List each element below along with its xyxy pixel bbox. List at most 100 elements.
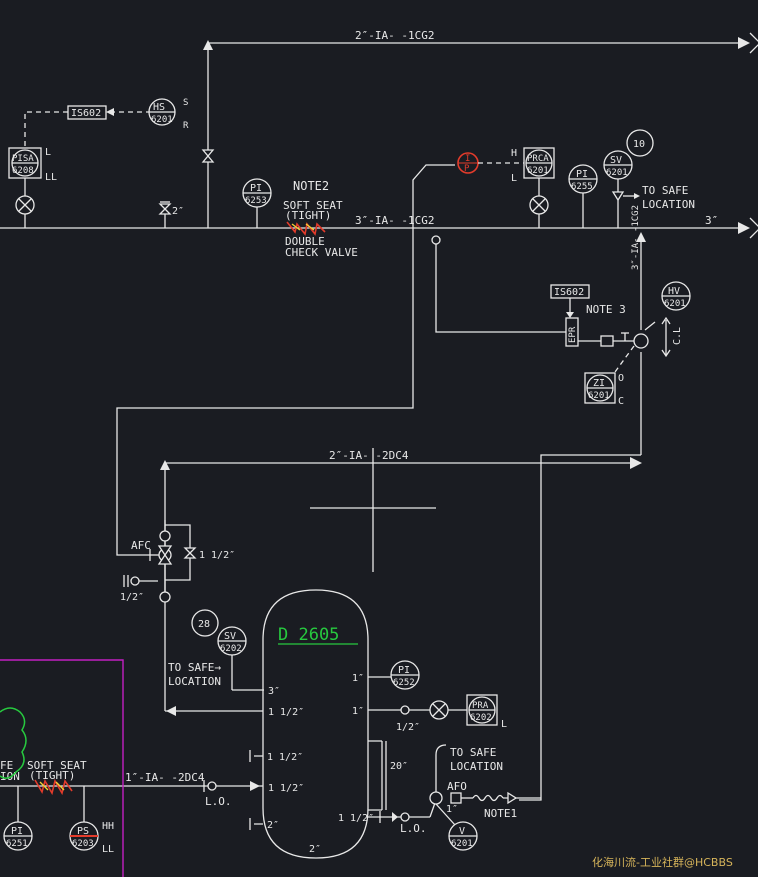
soft-seat-check-valve-icon xyxy=(34,778,73,796)
nozzle-1a-label: 1″ xyxy=(352,673,364,684)
epr-branch-line xyxy=(435,240,566,333)
mid-pipe-label: 2″-IA- -2DC4 xyxy=(329,449,409,462)
supply-branch-line xyxy=(116,228,414,556)
tight-label-2: (TIGHT) xyxy=(29,769,75,782)
zi-close-label: C xyxy=(618,396,624,407)
prca-6201-type: PRCA xyxy=(527,154,549,164)
pisa-6208-number: 6208 xyxy=(12,166,34,176)
note3-label: NOTE 3 xyxy=(586,303,626,316)
hs-signal-r: R xyxy=(183,121,189,131)
pi-6252-number: 6252 xyxy=(393,678,415,688)
pra-6202-number: 6202 xyxy=(470,713,492,723)
lo-label-2: L.O. xyxy=(400,822,427,835)
pi-6252-type: PI xyxy=(398,665,410,676)
zi-6201-type: ZI xyxy=(593,378,605,389)
nozzle-1half-c-label: 1 1/2″ xyxy=(268,783,304,794)
pisa-alarm-l: L xyxy=(45,147,51,158)
note2-label: NOTE2 xyxy=(293,179,329,193)
top-pipe-label: 2″-IA- -1CG2 xyxy=(355,29,434,42)
level-bridle xyxy=(368,740,387,811)
watermark: 化海川流-工业社群@HCBBS xyxy=(592,855,733,869)
afo-valve-icon xyxy=(429,791,443,805)
vessel-d2605-outline xyxy=(262,589,369,859)
epr-label: EPR xyxy=(568,326,578,343)
location-label-2: LOCATION xyxy=(168,675,221,688)
hs-6201-type: HS xyxy=(153,102,165,113)
double-label: DOUBLE xyxy=(285,235,325,248)
offpage-connector-top xyxy=(749,32,758,54)
note1-label: NOTE1 xyxy=(484,807,517,820)
cl-label: C.L xyxy=(672,327,683,345)
sv-6201-valve-icon xyxy=(611,191,625,202)
location-label-1: LOCATION xyxy=(642,198,695,211)
pi-converter-i: I xyxy=(465,154,470,164)
ps-6203-number: 6203 xyxy=(72,839,94,849)
afo-label: AFO xyxy=(447,780,467,793)
fail-position-icon xyxy=(661,316,671,358)
ps-alarm-hh: HH xyxy=(102,821,114,832)
is602-mid-label: IS602 xyxy=(554,287,584,298)
sv-6202-number: 6202 xyxy=(220,644,242,654)
vent-size-label: 2″ xyxy=(172,206,184,217)
hs-6201-number: 6201 xyxy=(151,115,173,125)
right-vertical-label: 3″-IA- -1CG2 xyxy=(631,205,641,270)
pi-6253-type: PI xyxy=(250,183,262,194)
nozzle-1half-a-label: 1 1/2″ xyxy=(268,707,304,718)
sv-6201-type: SV xyxy=(610,155,622,166)
bypass-size-label: 1 1/2″ xyxy=(199,550,235,561)
drain-size-label: 1/2″ xyxy=(120,592,144,603)
location-label-3: LOCATION xyxy=(450,760,503,773)
main-pipe-label: 3″-IA- -1CG2 xyxy=(355,214,434,227)
fe-label: FE xyxy=(0,759,13,772)
bottom-outlet-label: 2″ xyxy=(309,844,321,855)
riser-valve-icon xyxy=(201,149,215,163)
hs-signal-s: S xyxy=(183,98,188,108)
epr-box xyxy=(565,317,579,347)
ps-6203-type: PS xyxy=(77,826,89,837)
pi-6253-number: 6253 xyxy=(245,196,267,206)
zi-6201-number: 6201 xyxy=(588,391,610,401)
hv-6201-valve-icon xyxy=(633,333,649,349)
mid-pipe-line xyxy=(164,462,630,600)
nozzle-2a-label: 2″ xyxy=(267,820,279,831)
prca-alarm-h: H xyxy=(511,148,517,159)
v-6201-number: 6201 xyxy=(451,839,473,849)
prca-alarm-l: L xyxy=(511,173,517,184)
pra-alarm-l: L xyxy=(501,719,507,730)
to-safe-label-2: TO SAFE→ xyxy=(168,661,221,674)
pra-6202-type: PRA xyxy=(472,701,489,711)
pisa-alarm-ll: LL xyxy=(45,172,57,183)
return-line xyxy=(519,454,641,801)
spring-icon xyxy=(472,794,504,802)
pi-6251-type: PI xyxy=(11,826,23,837)
soft-seat-label: SOFT SEAT xyxy=(283,199,343,212)
nozzle-1b-label: 1″ xyxy=(352,706,364,717)
lo-label-1: L.O. xyxy=(205,795,232,808)
pi-6251-number: 6251 xyxy=(6,839,28,849)
circle-10-label: 10 xyxy=(633,139,645,150)
ps-alarm-ll: LL xyxy=(102,844,114,855)
to-safe-label-1: TO SAFE xyxy=(642,184,688,197)
vessel-tag: D 2605 xyxy=(278,625,339,645)
offpage-connector-main xyxy=(749,217,758,239)
is602-top-label: IS602 xyxy=(71,108,101,119)
revision-cloud xyxy=(0,707,27,779)
hv-6201-type: HV xyxy=(668,286,680,297)
nozzle-1half-b-label: 1 1/2″ xyxy=(267,752,303,763)
pra-size-label: 1/2″ xyxy=(396,722,420,733)
main-pipe-size-end: 3″ xyxy=(705,214,718,227)
afo-size-label: 1″ xyxy=(446,804,458,815)
pi-6255-type: PI xyxy=(576,169,588,180)
bridle-size-label: 20″ xyxy=(390,761,408,772)
main-pipe-arrow xyxy=(738,222,750,234)
pisa-6208-type: PISA xyxy=(12,154,34,164)
nozzle-1half-d-label: 1 1/2″ xyxy=(338,813,374,824)
double-check-valve-icon xyxy=(286,221,326,236)
top-pipe-arrow xyxy=(738,37,750,49)
circle-10-bubble xyxy=(626,129,654,157)
sv-6202-type: SV xyxy=(224,631,236,642)
top-riser-arrow xyxy=(203,40,213,50)
tight-label: (TIGHT) xyxy=(285,209,331,222)
